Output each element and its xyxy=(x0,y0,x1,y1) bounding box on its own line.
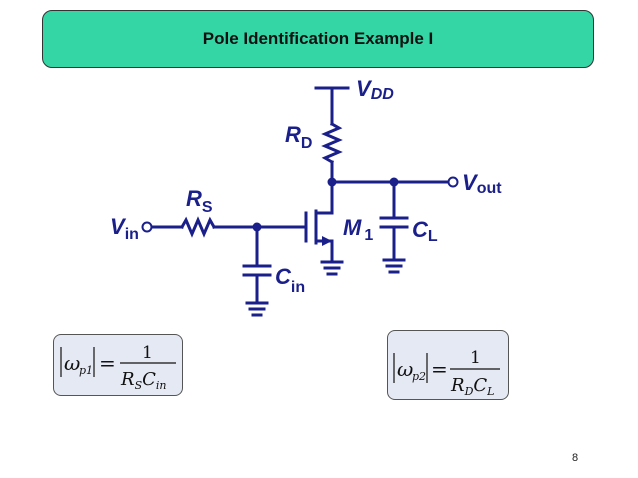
ground-m1 xyxy=(320,260,344,276)
cl-label: CL xyxy=(412,217,438,245)
slide-title: Pole Identification Example I xyxy=(202,29,434,48)
numerator-2: 1 xyxy=(470,348,481,368)
ground-cl xyxy=(382,258,406,274)
omega-p1-symbol: ω xyxy=(64,351,80,375)
omega-p2-subscript: p2 xyxy=(412,370,426,383)
vin-label: Vin xyxy=(110,214,139,243)
vdd-label: VDD xyxy=(356,76,394,103)
pole-equation-2: ω p2 = 1 RDCL xyxy=(387,330,509,400)
page-number: 8 xyxy=(572,452,579,464)
title-banner: Pole Identification Example I xyxy=(42,10,594,68)
ground-cin xyxy=(245,301,269,317)
numerator-1: 1 xyxy=(142,343,153,363)
omega-p2-symbol: ω xyxy=(397,357,413,381)
equals-sign-2: = xyxy=(431,357,448,381)
cin-label: Cin xyxy=(275,264,305,296)
rd-resistor xyxy=(321,121,343,165)
vout-terminal xyxy=(447,176,459,188)
denominator-1: RSCin xyxy=(120,369,167,392)
rs-resistor xyxy=(179,216,217,238)
gate-node-dot xyxy=(252,222,262,232)
rs-label: RS xyxy=(186,186,213,216)
vin-terminal xyxy=(141,221,153,233)
pole-equation-1: ω p1 = 1 RSCin xyxy=(53,334,183,396)
equals-sign-1: = xyxy=(99,351,116,375)
output-node-dot xyxy=(327,177,337,187)
rd-label: RD xyxy=(285,122,312,152)
cl-node-dot xyxy=(389,177,399,187)
omega-p1-subscript: p1 xyxy=(79,364,93,377)
denominator-2: RDCL xyxy=(450,375,494,398)
vout-label: Vout xyxy=(462,170,502,197)
source-arrow-icon xyxy=(322,236,332,246)
